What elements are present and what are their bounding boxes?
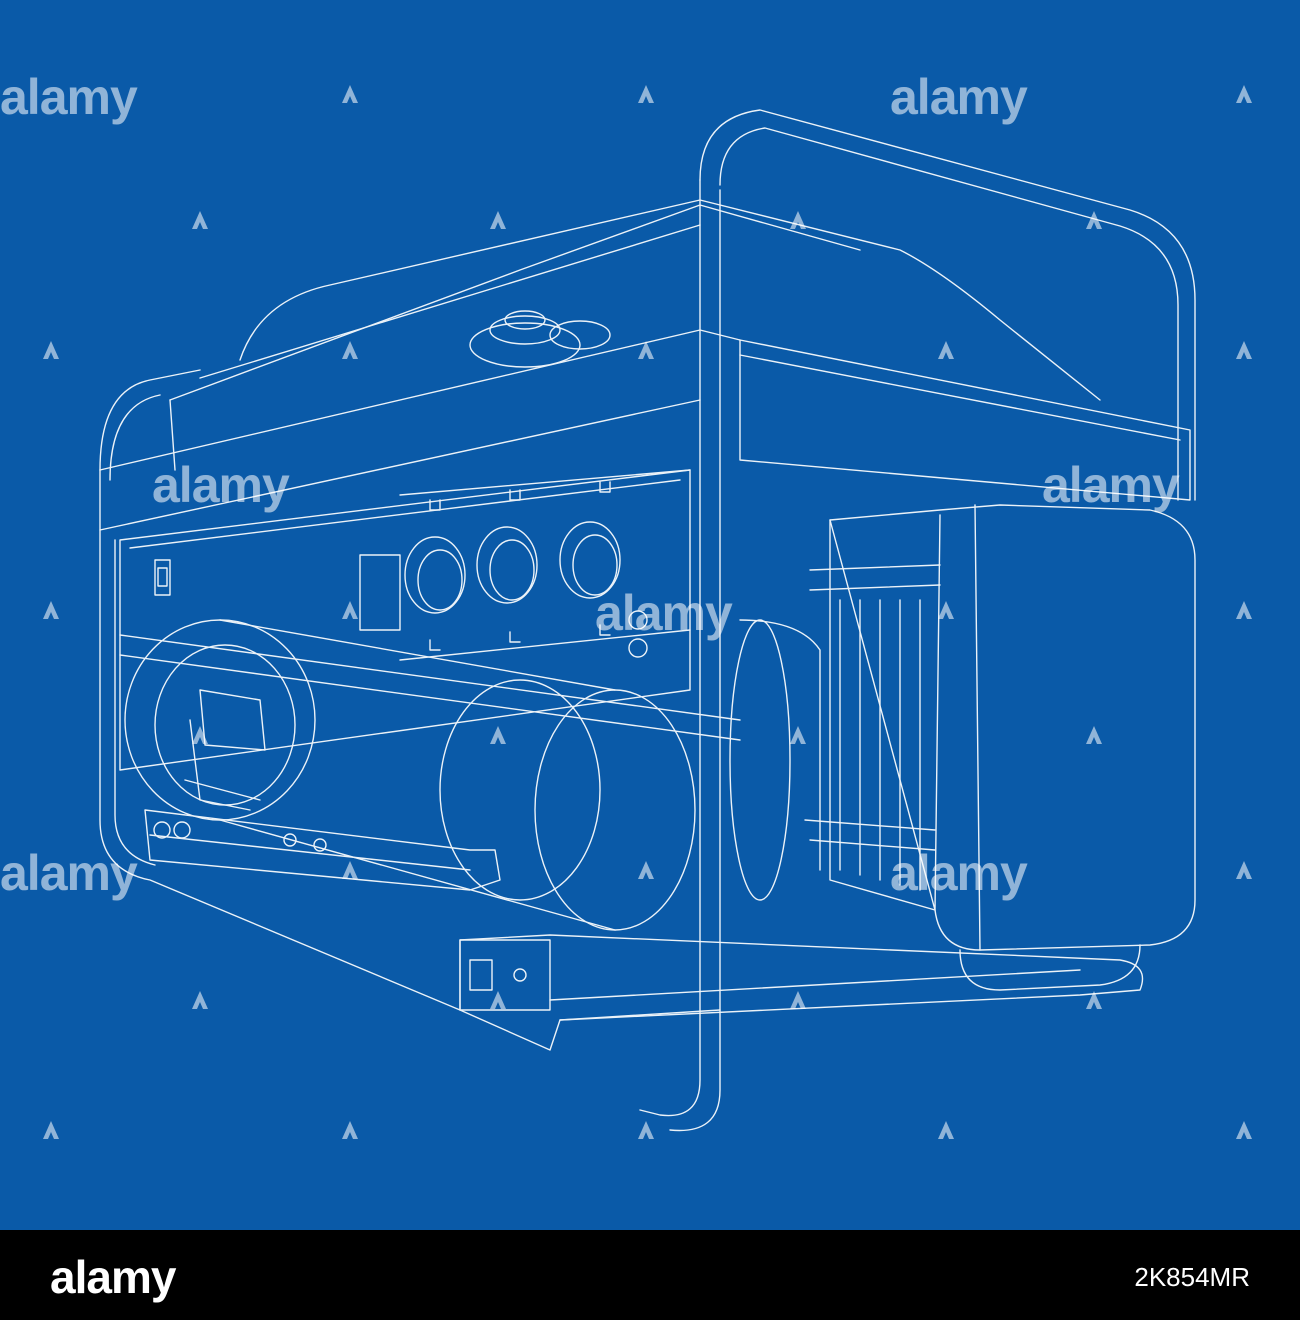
watermark-alamy: alamy	[890, 69, 1028, 125]
watermark-alamy: alamy	[595, 585, 733, 641]
generator-wireframe-drawing	[99, 109, 1196, 1132]
alamy-a-icon	[790, 991, 806, 1009]
alamy-a-icon	[1086, 991, 1102, 1009]
alamy-a-icon	[490, 991, 506, 1009]
watermark-alamy: alamy	[152, 457, 290, 513]
alamy-a-icon	[192, 726, 208, 744]
alamy-a-icon	[938, 1121, 954, 1139]
alamy-a-icon	[638, 1121, 654, 1139]
alamy-a-icon	[342, 601, 358, 619]
alamy-a-icon	[638, 861, 654, 879]
alamy-a-icon	[43, 601, 59, 619]
alamy-a-icon	[342, 85, 358, 103]
alamy-a-icon	[1236, 85, 1252, 103]
alamy-a-icon	[1236, 341, 1252, 359]
alamy-a-icon	[43, 1121, 59, 1139]
alamy-a-icon	[1236, 601, 1252, 619]
alamy-a-icon	[938, 341, 954, 359]
alamy-a-icon	[342, 861, 358, 879]
alamy-a-icon	[1086, 211, 1102, 229]
image-id: 2K854MR	[1134, 1262, 1250, 1292]
artwork-canvas: alamy alamy alamy alamy alamy alamy alam…	[0, 0, 1300, 1230]
alamy-a-icon	[342, 341, 358, 359]
alamy-a-icon	[43, 341, 59, 359]
watermark-alamy: alamy	[1042, 457, 1180, 513]
alamy-a-icon	[790, 726, 806, 744]
alamy-a-icon	[490, 211, 506, 229]
footer-logo: alamy	[50, 1251, 176, 1303]
alamy-a-icon	[342, 1121, 358, 1139]
alamy-a-icon	[1236, 1121, 1252, 1139]
watermark-alamy: alamy	[0, 845, 138, 901]
footer-bar: alamy 2K854MR	[0, 1230, 1300, 1320]
alamy-a-icon	[638, 341, 654, 359]
alamy-a-icon	[1236, 861, 1252, 879]
watermark-alamy: alamy	[890, 845, 1028, 901]
alamy-a-icon	[638, 85, 654, 103]
watermark-alamy: alamy	[0, 69, 138, 125]
alamy-a-icon	[938, 601, 954, 619]
alamy-a-icon	[1086, 726, 1102, 744]
alamy-a-icon	[192, 211, 208, 229]
alamy-a-icon	[192, 991, 208, 1009]
alamy-a-icon	[490, 726, 506, 744]
alamy-a-icon	[790, 211, 806, 229]
